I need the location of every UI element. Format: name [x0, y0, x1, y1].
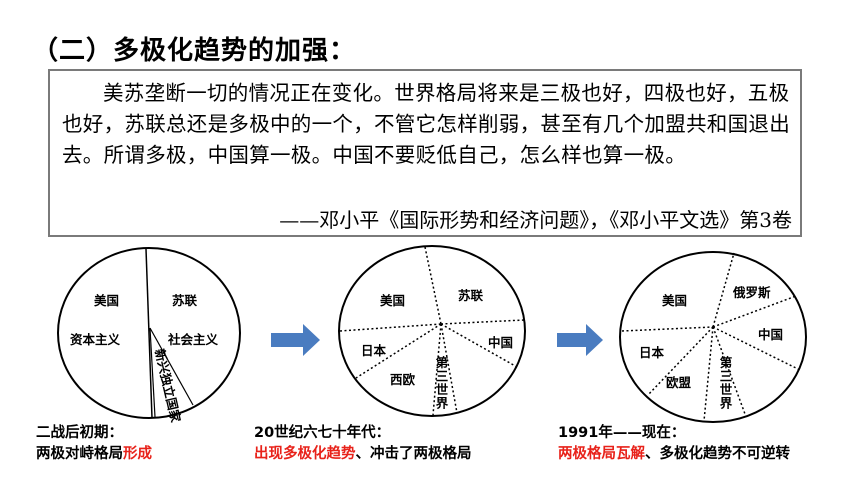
- divider-new-nations-right: [149, 327, 194, 406]
- quote-box: [48, 69, 802, 237]
- divider-1960s-china: [440, 323, 518, 368]
- label-china: 中国: [758, 327, 783, 342]
- diagram-1960s: 美国 苏联 日本 西欧 中国 第三世界: [338, 245, 526, 417]
- label-usa: 美国: [380, 293, 405, 308]
- label-japan: 日本: [639, 345, 665, 360]
- caption-1991-line2: 两极格局瓦解、多极化趋势不可逆转: [558, 444, 790, 465]
- divider-1991-left: [621, 326, 714, 332]
- label-china: 中国: [488, 335, 513, 350]
- caption-plain: 、冲击了两极格局: [355, 446, 472, 462]
- label-socialism: 社会主义: [167, 332, 219, 347]
- quote-source: ——邓小平《国际形势和经济问题》，《邓小平文选》第3卷: [279, 208, 792, 232]
- caption-postwar-line1: 二战后初期：: [36, 425, 123, 441]
- divider-1960s-lowerleft: [355, 323, 442, 379]
- label-russia: 俄罗斯: [732, 285, 771, 300]
- divider-new-nations-left: [149, 327, 156, 418]
- circle-1960s: [338, 245, 526, 417]
- diagram-1991: 美国 俄罗斯 日本 欧盟 中国 第三世界: [619, 251, 807, 423]
- caption-1960s-line2: 出现多极化趋势、冲击了两极格局: [254, 444, 472, 465]
- caption-1991-line1: 1991年——现在：: [558, 425, 686, 441]
- arrow-1: [271, 324, 320, 356]
- section-heading: （二）多极化趋势的加强：: [32, 36, 357, 66]
- caption-1960s: 20世纪六七十年代： 出现多极化趋势、冲击了两极格局: [254, 423, 472, 465]
- caption-plain: 、多极化趋势不可逆转: [645, 446, 790, 462]
- divider-1991-lowerright: [712, 326, 746, 415]
- divider-1960s-down: [432, 323, 442, 416]
- label-ussr: 苏联: [172, 293, 198, 308]
- caption-highlight: 形成: [123, 446, 152, 462]
- divider-1960s-left: [339, 323, 442, 332]
- caption-highlight: 出现多极化趋势: [254, 446, 356, 462]
- divider-1991-up: [712, 252, 735, 328]
- divider-1991-lowerleft: [647, 326, 714, 396]
- caption-postwar: 二战后初期： 两极对峙格局形成: [36, 423, 152, 465]
- label-ussr: 苏联: [458, 288, 484, 303]
- divider-solid: [145, 248, 153, 419]
- label-usa: 美国: [94, 293, 119, 308]
- divider-1991-right: [712, 295, 797, 328]
- circle-1991: [619, 251, 807, 423]
- caption-plain: 两极对峙格局: [36, 446, 123, 462]
- label-capitalism: 资本主义: [70, 332, 121, 347]
- label-third-world: 第三世界: [718, 355, 733, 410]
- label-japan: 日本: [361, 343, 387, 358]
- divider-1960s-lowerright: [440, 323, 458, 414]
- label-western-europe: 西欧: [390, 372, 416, 387]
- caption-1991: 1991年——现在： 两极格局瓦解、多极化趋势不可逆转: [558, 423, 790, 465]
- arrow-2: [557, 324, 603, 356]
- caption-highlight: 两极格局瓦解: [558, 446, 645, 462]
- divider-1960s-right: [440, 319, 525, 325]
- caption-postwar-line2: 两极对峙格局形成: [36, 444, 152, 465]
- label-third-world: 第三世界: [434, 355, 449, 410]
- caption-1960s-line1: 20世纪六七十年代：: [254, 425, 391, 441]
- quote-text: 美苏垄断一切的情况正在变化。世界格局将来是三极也好，四极也好，五极也好，苏联总还…: [62, 81, 790, 167]
- label-usa: 美国: [662, 293, 687, 308]
- diagram-postwar: 美国 苏联 资本主义 社会主义 新兴独立国家: [57, 247, 241, 424]
- label-eu: 欧盟: [666, 375, 692, 390]
